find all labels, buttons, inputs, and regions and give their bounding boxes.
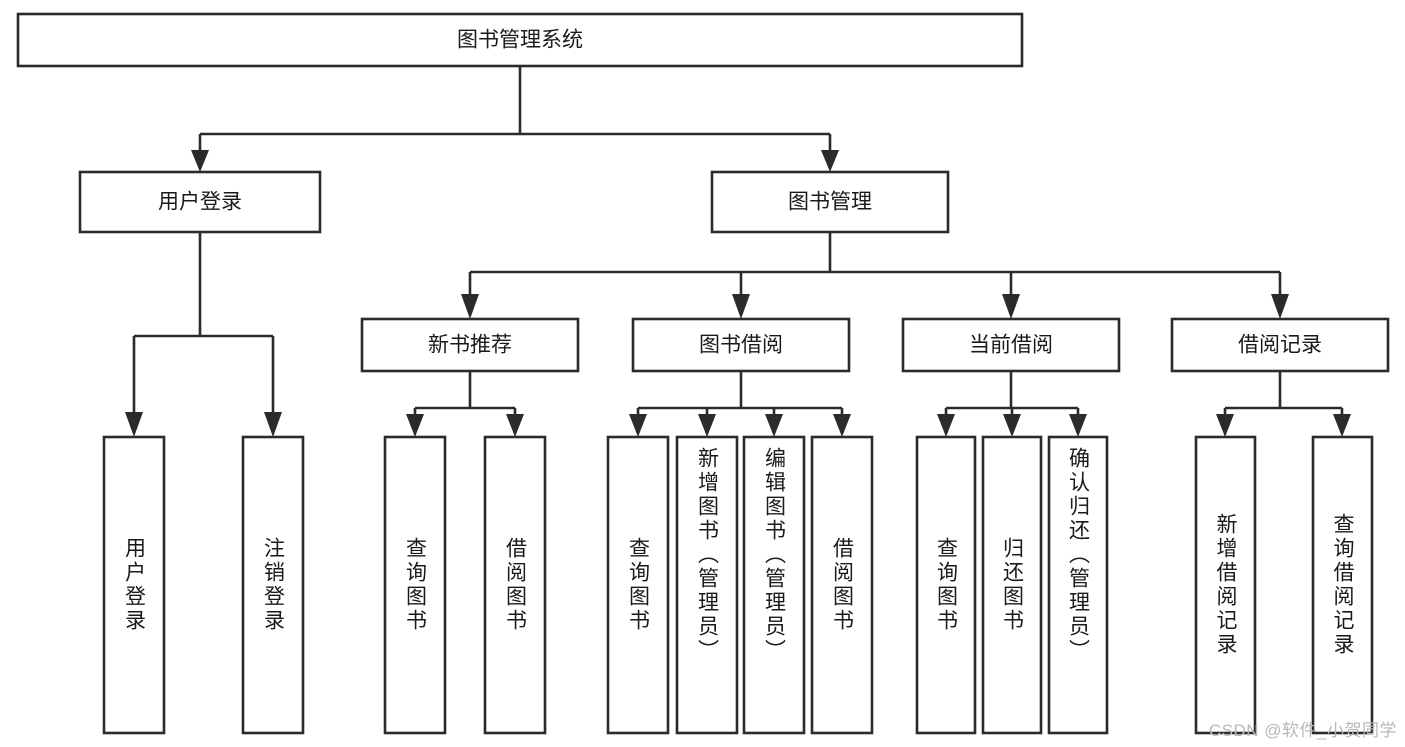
node-current-borrow[interactable]: 当前借阅	[901, 317, 1121, 373]
arrow-bookmanage-to-borrow	[732, 294, 750, 319]
node-user-login-rect[interactable]	[78, 170, 322, 234]
arrow-bookmanage-to-current	[1002, 294, 1020, 319]
node-book-borrow[interactable]: 图书借阅	[631, 317, 851, 373]
node-root-system-label: 图书管理系统	[457, 29, 583, 52]
arrow-current-leaf-3	[1069, 414, 1087, 437]
node-borrow-record-label: 借阅记录	[1238, 334, 1322, 357]
leaf-current-return-rect[interactable]	[981, 435, 1043, 735]
leaf-borrow-edit-rect[interactable]	[742, 435, 806, 735]
leaf-user-login-rect[interactable]	[102, 435, 166, 735]
leaf-newbook-borrow-rect[interactable]	[483, 435, 547, 735]
node-new-book-recommend[interactable]: 新书推荐	[360, 317, 580, 373]
node-user-login-label: 用户登录	[158, 191, 242, 214]
node-root-system-rect[interactable]	[16, 12, 1024, 68]
arrow-bookmanage-to-newbook	[461, 294, 479, 319]
arrow-current-leaf-1	[937, 414, 955, 437]
arrow-userlogin-leaf-2	[264, 412, 282, 437]
leaf-current-confirm-rect[interactable]	[1047, 435, 1109, 735]
node-layer: 图书管理系统 用户登录 图书管理 新书推荐 图书借阅 当前	[16, 12, 1390, 735]
leaf-borrow-query-rect[interactable]	[606, 435, 670, 735]
arrow-newbook-leaf-2	[506, 414, 524, 437]
arrow-borrow-leaf-2	[698, 414, 716, 437]
node-user-login[interactable]: 用户登录	[78, 170, 322, 234]
node-current-borrow-label: 当前借阅	[969, 334, 1053, 357]
arrow-root-to-book-manage	[821, 150, 839, 172]
arrow-bookmanage-to-record	[1271, 294, 1289, 319]
arrow-current-leaf-2	[1003, 414, 1021, 437]
leaf-borrow-add-rect[interactable]	[675, 435, 739, 735]
node-book-manage-rect[interactable]	[710, 170, 950, 234]
node-current-borrow-rect[interactable]	[901, 317, 1121, 373]
arrow-root-to-user-login	[191, 150, 209, 172]
node-book-manage-label: 图书管理	[788, 191, 872, 214]
node-new-book-recommend-rect[interactable]	[360, 317, 580, 373]
node-book-borrow-label: 图书借阅	[699, 334, 783, 357]
leaf-current-query-rect[interactable]	[915, 435, 977, 735]
csdn-watermark: CSDN @软件_小贺同学	[1208, 721, 1397, 740]
arrow-borrow-leaf-3	[765, 414, 783, 437]
arrow-userlogin-leaf-1	[125, 412, 143, 437]
arrow-borrow-leaf-1	[629, 414, 647, 437]
leaf-record-add-rect[interactable]	[1194, 435, 1257, 735]
connector-layer	[125, 66, 1351, 437]
leaf-record-query-rect[interactable]	[1311, 435, 1374, 735]
node-book-manage[interactable]: 图书管理	[710, 170, 950, 234]
node-book-borrow-rect[interactable]	[631, 317, 851, 373]
leaf-newbook-query-rect[interactable]	[383, 435, 447, 735]
arrow-newbook-leaf-1	[406, 414, 424, 437]
node-borrow-record-rect[interactable]	[1170, 317, 1390, 373]
arrow-record-leaf-2	[1333, 414, 1351, 437]
node-root-system[interactable]: 图书管理系统	[16, 12, 1024, 68]
arrow-borrow-leaf-4	[833, 414, 851, 437]
node-new-book-recommend-label: 新书推荐	[428, 334, 512, 357]
leaf-borrow-lend-rect[interactable]	[810, 435, 874, 735]
node-borrow-record[interactable]: 借阅记录	[1170, 317, 1390, 373]
leaf-logout-rect[interactable]	[241, 435, 305, 735]
arrow-record-leaf-1	[1216, 414, 1234, 437]
